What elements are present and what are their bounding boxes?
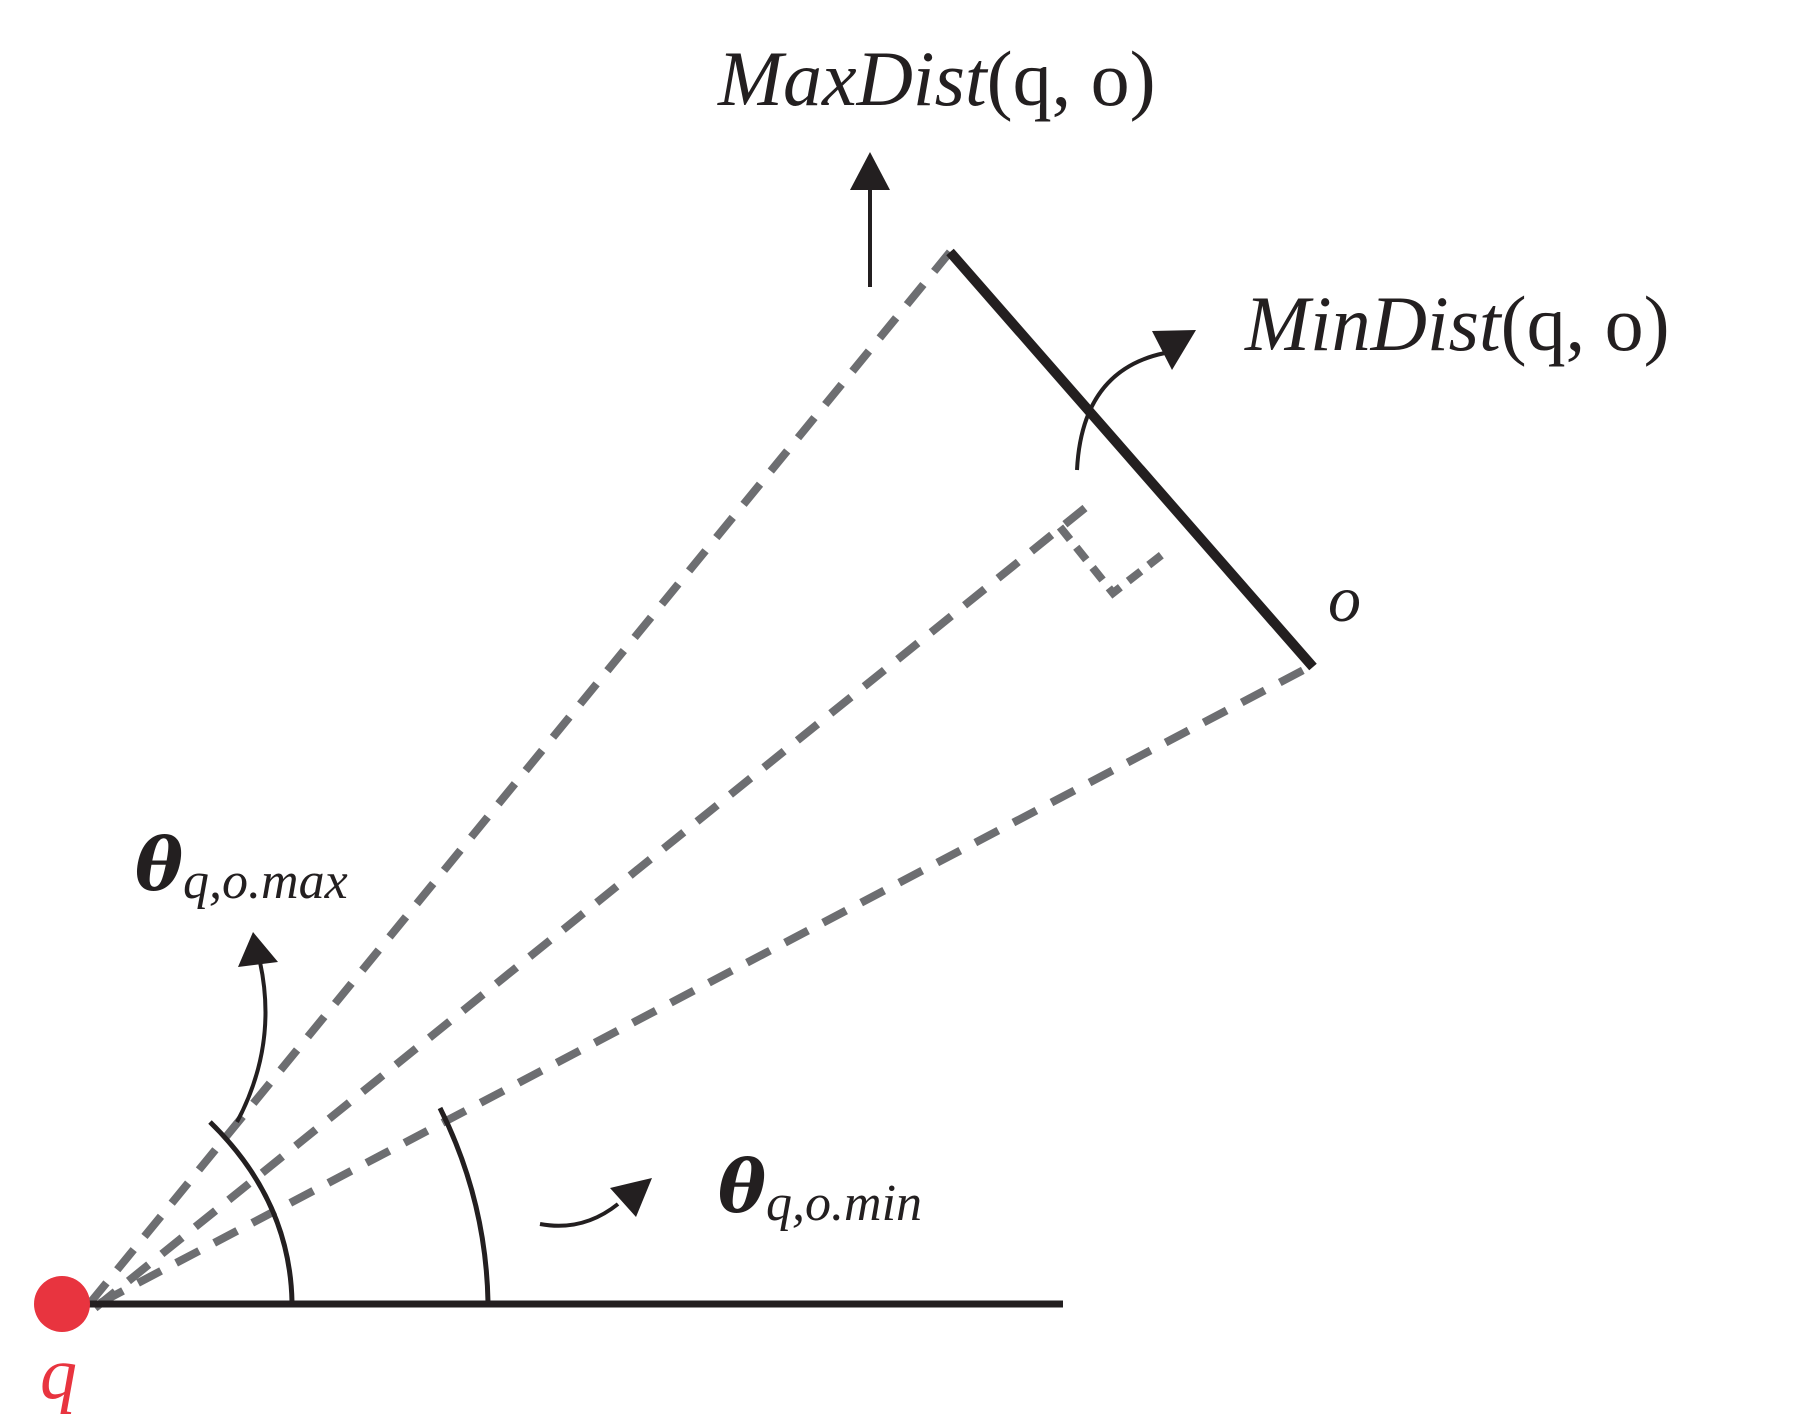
right-angle-marker [1056, 524, 1171, 599]
angle-arc-max [208, 1120, 295, 1303]
ray-to-segment-bottom [98, 661, 1315, 1307]
query-point-dot [34, 1276, 90, 1332]
min-dist-pointer-arrow [1075, 330, 1196, 471]
object-label: o [1328, 563, 1361, 636]
object-segment [946, 248, 1317, 671]
max-dist-label: MaxDist(q, o) [717, 35, 1156, 122]
min-dist-label: MinDist(q, o) [1244, 280, 1670, 367]
max-dist-pointer-arrow [850, 152, 890, 287]
theta-min-pointer-arrow [539, 1178, 652, 1228]
angle-arc-min [437, 1106, 491, 1303]
ray-to-segment-top [86, 249, 954, 1306]
theta-max-label: θq,o.max [135, 822, 348, 910]
theta-min-label: θq,o.min [718, 1144, 922, 1232]
theta-max-pointer-arrow [235, 932, 278, 1123]
query-point-label: q [40, 1333, 77, 1415]
